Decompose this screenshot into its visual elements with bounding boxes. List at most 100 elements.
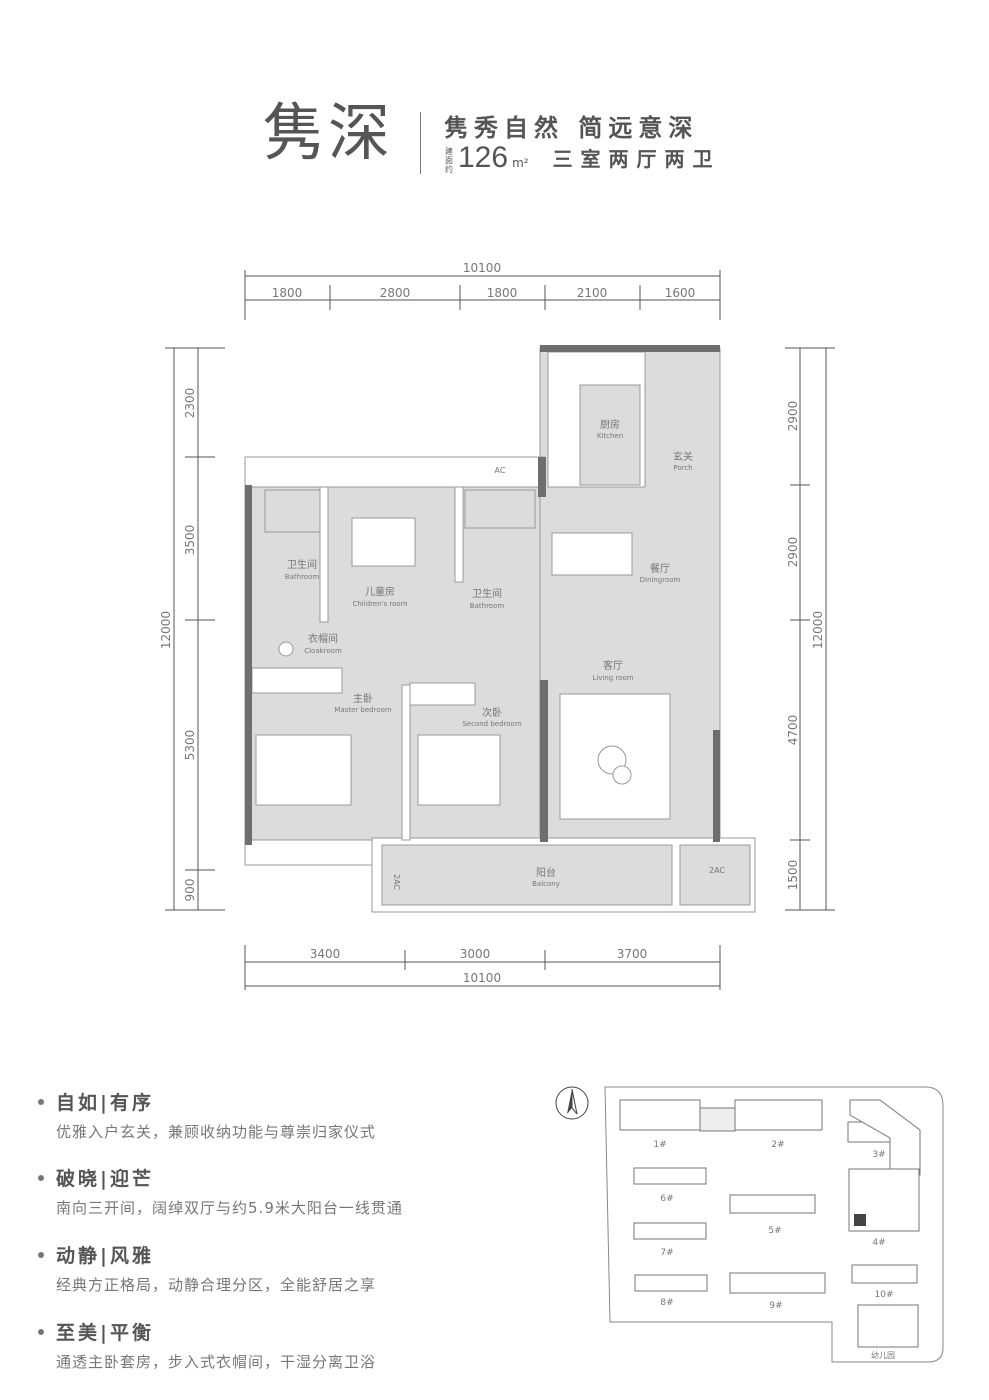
- svg-text:客厅: 客厅: [603, 659, 623, 672]
- svg-text:次卧: 次卧: [482, 706, 502, 719]
- svg-text:餐厅: 餐厅: [650, 562, 670, 575]
- bullet-icon: [38, 1098, 44, 1105]
- building-label: 9#: [769, 1301, 782, 1311]
- svg-text:Master bedroom: Master bedroom: [334, 706, 392, 714]
- room-bathroom-2: 卫生间 Bathroom: [470, 587, 505, 610]
- svg-text:卫生间: 卫生间: [472, 587, 502, 600]
- building-label: 4#: [872, 1238, 885, 1248]
- dim-top-total: 10100: [463, 261, 501, 275]
- feature-title: 至美|平衡: [56, 1322, 154, 1344]
- building-label: 3#: [872, 1150, 885, 1160]
- svg-text:阳台: 阳台: [536, 866, 556, 879]
- building-label: 7#: [660, 1248, 673, 1258]
- svg-text:Porch: Porch: [673, 464, 692, 472]
- dim-top-5: 1600: [665, 286, 696, 300]
- area-unit: m²: [512, 156, 529, 170]
- building-label: 10#: [875, 1290, 894, 1300]
- dim-top-3: 1800: [487, 286, 518, 300]
- svg-text:Kitchen: Kitchen: [597, 432, 623, 440]
- building-label: 2#: [771, 1140, 784, 1150]
- feature-item: 动静|风雅 经典方正格局，动静合理分区，全能舒居之享: [38, 1241, 376, 1295]
- north-arrow-icon: [555, 1086, 589, 1120]
- feature-item: 至美|平衡 通透主卧套房，步入式衣帽间，干湿分离卫浴: [38, 1318, 376, 1372]
- svg-text:卫生间: 卫生间: [287, 558, 317, 571]
- svg-text:Diningroom: Diningroom: [640, 576, 681, 584]
- svg-text:Children's room: Children's room: [352, 600, 407, 608]
- site-plan: 1# 2# 3# 4# 5# 6# 7# 8# 9# 10# 幼儿园: [555, 1086, 944, 1363]
- feature-item: 自如|有序 优雅入户玄关，兼顾收纳功能与尊崇归家仪式: [38, 1088, 376, 1142]
- dimension-labels: 10100 1800 2800 1800 2100 1600 12000 230…: [159, 261, 825, 985]
- bullet-icon: [38, 1328, 44, 1335]
- svg-text:玄关: 玄关: [673, 450, 693, 463]
- building-label: 5#: [768, 1226, 781, 1236]
- svg-text:Balcony: Balcony: [532, 880, 560, 888]
- floor-plan: 10100 1800 2800 1800 2100 1600 12000 230…: [159, 261, 835, 990]
- area-tag: 建面约: [445, 147, 453, 174]
- ac-label: 2AC: [709, 866, 725, 875]
- unit-name: 隽深: [262, 96, 395, 169]
- dim-top-4: 2100: [577, 286, 608, 300]
- header-divider: [420, 112, 421, 174]
- unit-area: 建面约 126 m² 三室两厅两卫: [444, 141, 721, 175]
- svg-text:衣帽间: 衣帽间: [308, 632, 338, 645]
- room-living: 客厅 Living room: [592, 659, 633, 682]
- feature-title: 自如|有序: [56, 1092, 154, 1114]
- dim-left-1: 2300: [183, 388, 197, 419]
- building-label: 1#: [653, 1140, 666, 1150]
- ac-label: 2AC: [392, 874, 401, 890]
- feature-title: 破晓|迎芒: [56, 1168, 154, 1190]
- dimension-lines: [165, 270, 835, 990]
- dim-left-2: 3500: [183, 525, 197, 556]
- svg-text:儿童房: 儿童房: [365, 585, 395, 598]
- unit-layout: 三室两厅两卫: [552, 147, 721, 171]
- unit-slogan: 隽秀自然 简远意深: [444, 114, 699, 142]
- feature-desc: 南向三开间，阔绰双厅与约5.9米大阳台一线贯通: [56, 1199, 403, 1217]
- feature-desc: 经典方正格局，动静合理分区，全能舒居之享: [56, 1276, 377, 1294]
- dim-left-total: 12000: [159, 611, 173, 649]
- feature-desc: 通透主卧套房，步入式衣帽间，干湿分离卫浴: [56, 1353, 377, 1371]
- building-label: 8#: [660, 1298, 673, 1308]
- dim-bottom-total: 10100: [463, 971, 501, 985]
- svg-text:Cloakroom: Cloakroom: [304, 647, 342, 655]
- dim-right-total: 12000: [811, 611, 825, 649]
- ac-label: AC: [495, 466, 506, 475]
- feature-item: 破晓|迎芒 南向三开间，阔绰双厅与约5.9米大阳台一线贯通: [38, 1164, 403, 1218]
- dim-bottom-2: 3000: [460, 947, 491, 961]
- bullet-icon: [38, 1251, 44, 1258]
- dim-left-3: 5300: [183, 730, 197, 761]
- feature-title: 动静|风雅: [56, 1245, 154, 1267]
- floors: [244, 347, 756, 913]
- dim-left-4: 900: [183, 879, 197, 902]
- svg-text:Bathroom: Bathroom: [470, 602, 505, 610]
- dim-right-4: 1500: [786, 860, 800, 891]
- bullet-icon: [38, 1174, 44, 1181]
- dim-top-1: 1800: [272, 286, 303, 300]
- svg-text:厨房: 厨房: [600, 418, 620, 431]
- feature-desc: 优雅入户玄关，兼顾收纳功能与尊崇归家仪式: [56, 1123, 377, 1141]
- exterior-walls: [245, 345, 720, 845]
- current-unit-marker: [854, 1214, 866, 1226]
- interior-walls: [251, 486, 671, 841]
- svg-text:Living room: Living room: [592, 674, 633, 682]
- dim-bottom-3: 3700: [617, 947, 648, 961]
- dim-right-1: 2900: [786, 401, 800, 432]
- room-cloakroom: 衣帽间 Cloakroom: [304, 632, 342, 655]
- building-label: 6#: [660, 1194, 673, 1204]
- kindergarten-label: 幼儿园: [871, 1350, 895, 1360]
- room-children: 儿童房 Children's room: [352, 585, 407, 608]
- svg-text:Second bedroom: Second bedroom: [462, 720, 521, 728]
- dim-top-2: 2800: [380, 286, 411, 300]
- svg-text:主卧: 主卧: [353, 692, 373, 705]
- svg-text:Bathroom: Bathroom: [285, 573, 320, 581]
- dim-right-3: 4700: [786, 715, 800, 746]
- room-bathroom-1: 卫生间 Bathroom: [285, 558, 320, 581]
- dim-bottom-1: 3400: [310, 947, 341, 961]
- area-value: 126: [458, 141, 509, 174]
